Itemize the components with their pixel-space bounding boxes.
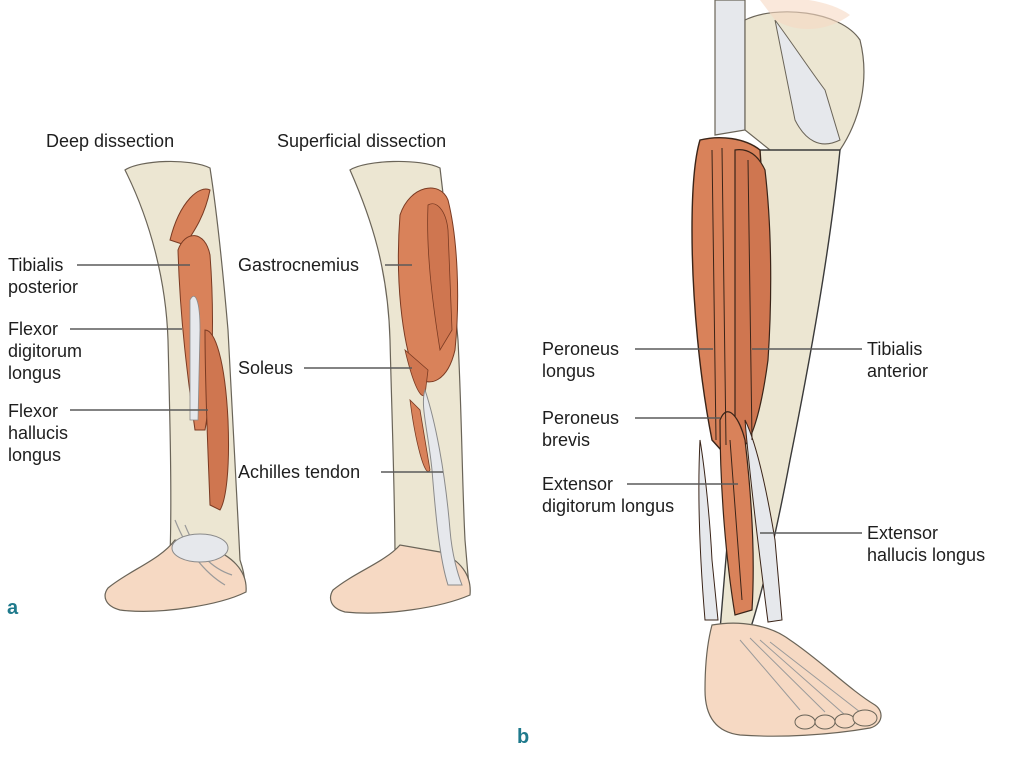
panel-a-letter: a xyxy=(7,597,19,619)
label-peroneus-longus: Peroneus longus xyxy=(542,339,620,381)
label-flexor-digitorum-longus: Flexor digitorum longus xyxy=(8,319,83,383)
label-tibialis-anterior: Tibialis anterior xyxy=(867,339,929,381)
label-flexor-hallucis-longus: Flexor hallucis longus xyxy=(8,401,69,465)
anterior-leg xyxy=(691,0,882,737)
label-soleus: Soleus xyxy=(238,358,294,378)
label-tibialis-posterior: Tibialis posterior xyxy=(8,255,79,297)
label-peroneus-brevis: Peroneus brevis xyxy=(542,408,620,450)
deep-dissection-title: Deep dissection xyxy=(46,131,175,151)
label-extensor-hallucis-longus: Extensor hallucis longus xyxy=(867,523,986,565)
label-extensor-digitorum-longus: Extensor digitorum longus xyxy=(542,474,675,516)
label-gastrocnemius: Gastrocnemius xyxy=(238,255,360,275)
panel-b-letter: b xyxy=(517,726,530,748)
label-achilles-tendon: Achilles tendon xyxy=(238,462,361,482)
superficial-dissection-title: Superficial dissection xyxy=(277,131,447,151)
leader-lines xyxy=(70,264,862,534)
superficial-dissection-leg xyxy=(330,160,471,614)
deep-dissection-leg xyxy=(104,160,247,612)
